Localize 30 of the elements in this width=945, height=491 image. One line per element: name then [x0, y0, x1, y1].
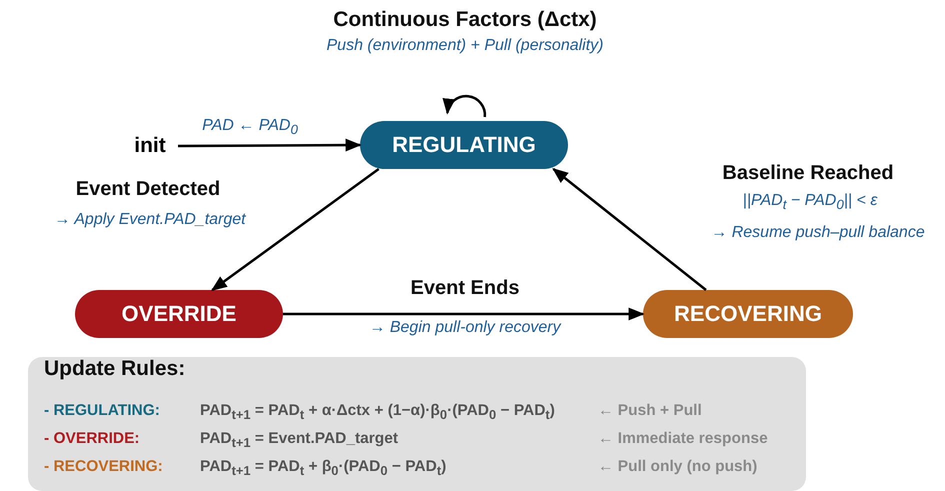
transition-note: → Apply Event.PAD_target — [54, 211, 246, 229]
transition-heading: Event Ends — [410, 277, 520, 300]
transition-note: → Begin pull-only recovery — [369, 319, 561, 337]
section-heading: Continuous Factors (Δctx) — [333, 8, 597, 32]
transition-arrow — [283, 308, 645, 320]
transition-heading: Event Detected — [76, 178, 220, 201]
update-formula: PAD$_{t+1}$ = Event.PAD_target — [200, 430, 398, 450]
rule-note: ← Immediate response — [598, 430, 768, 448]
state-pill: OVERRIDE — [75, 290, 283, 338]
transition-arrow — [210, 168, 380, 292]
transition-note: → Resume push–pull balance — [711, 224, 925, 242]
rule-note: ← Push + Pull — [598, 402, 702, 420]
rules-panel — [28, 357, 806, 491]
condition-formula: ||PAD$_{t}$ − PAD$_{0}$|| < ε — [742, 192, 878, 212]
state-name: - RECOVERING: — [44, 458, 163, 476]
subtitle-text: Push (environment) + Pull (personality) — [326, 37, 604, 55]
update-formula: PAD$_{t+1}$ = PAD$_{t}$ + β$_{0}$·(PAD$_{0}$ − PAD$_{t}$) — [200, 458, 446, 478]
update-formula: PAD$_{t+1}$ = PAD$_{t}$ + α·Δctx + (1−α)·β$_{0}$·(PAD$_{0}$ − PAD$_{t}$) — [200, 402, 555, 422]
panel-heading: Update Rules: — [44, 357, 186, 381]
state-pill: RECOVERING — [643, 290, 853, 338]
formula-label: PAD ← PAD$_{0}$ — [202, 117, 298, 138]
transition-heading: Baseline Reached — [722, 162, 894, 185]
transition-arrow — [178, 138, 362, 152]
transition-arrow — [552, 168, 707, 291]
state-name: - OVERRIDE: — [44, 430, 140, 448]
state-pill: REGULATING — [360, 121, 568, 169]
start-label: init — [122, 132, 178, 160]
rule-note: ← Pull only (no push) — [598, 458, 758, 476]
state-name: - REGULATING: — [44, 402, 160, 420]
self-loop-arrow — [443, 94, 486, 118]
